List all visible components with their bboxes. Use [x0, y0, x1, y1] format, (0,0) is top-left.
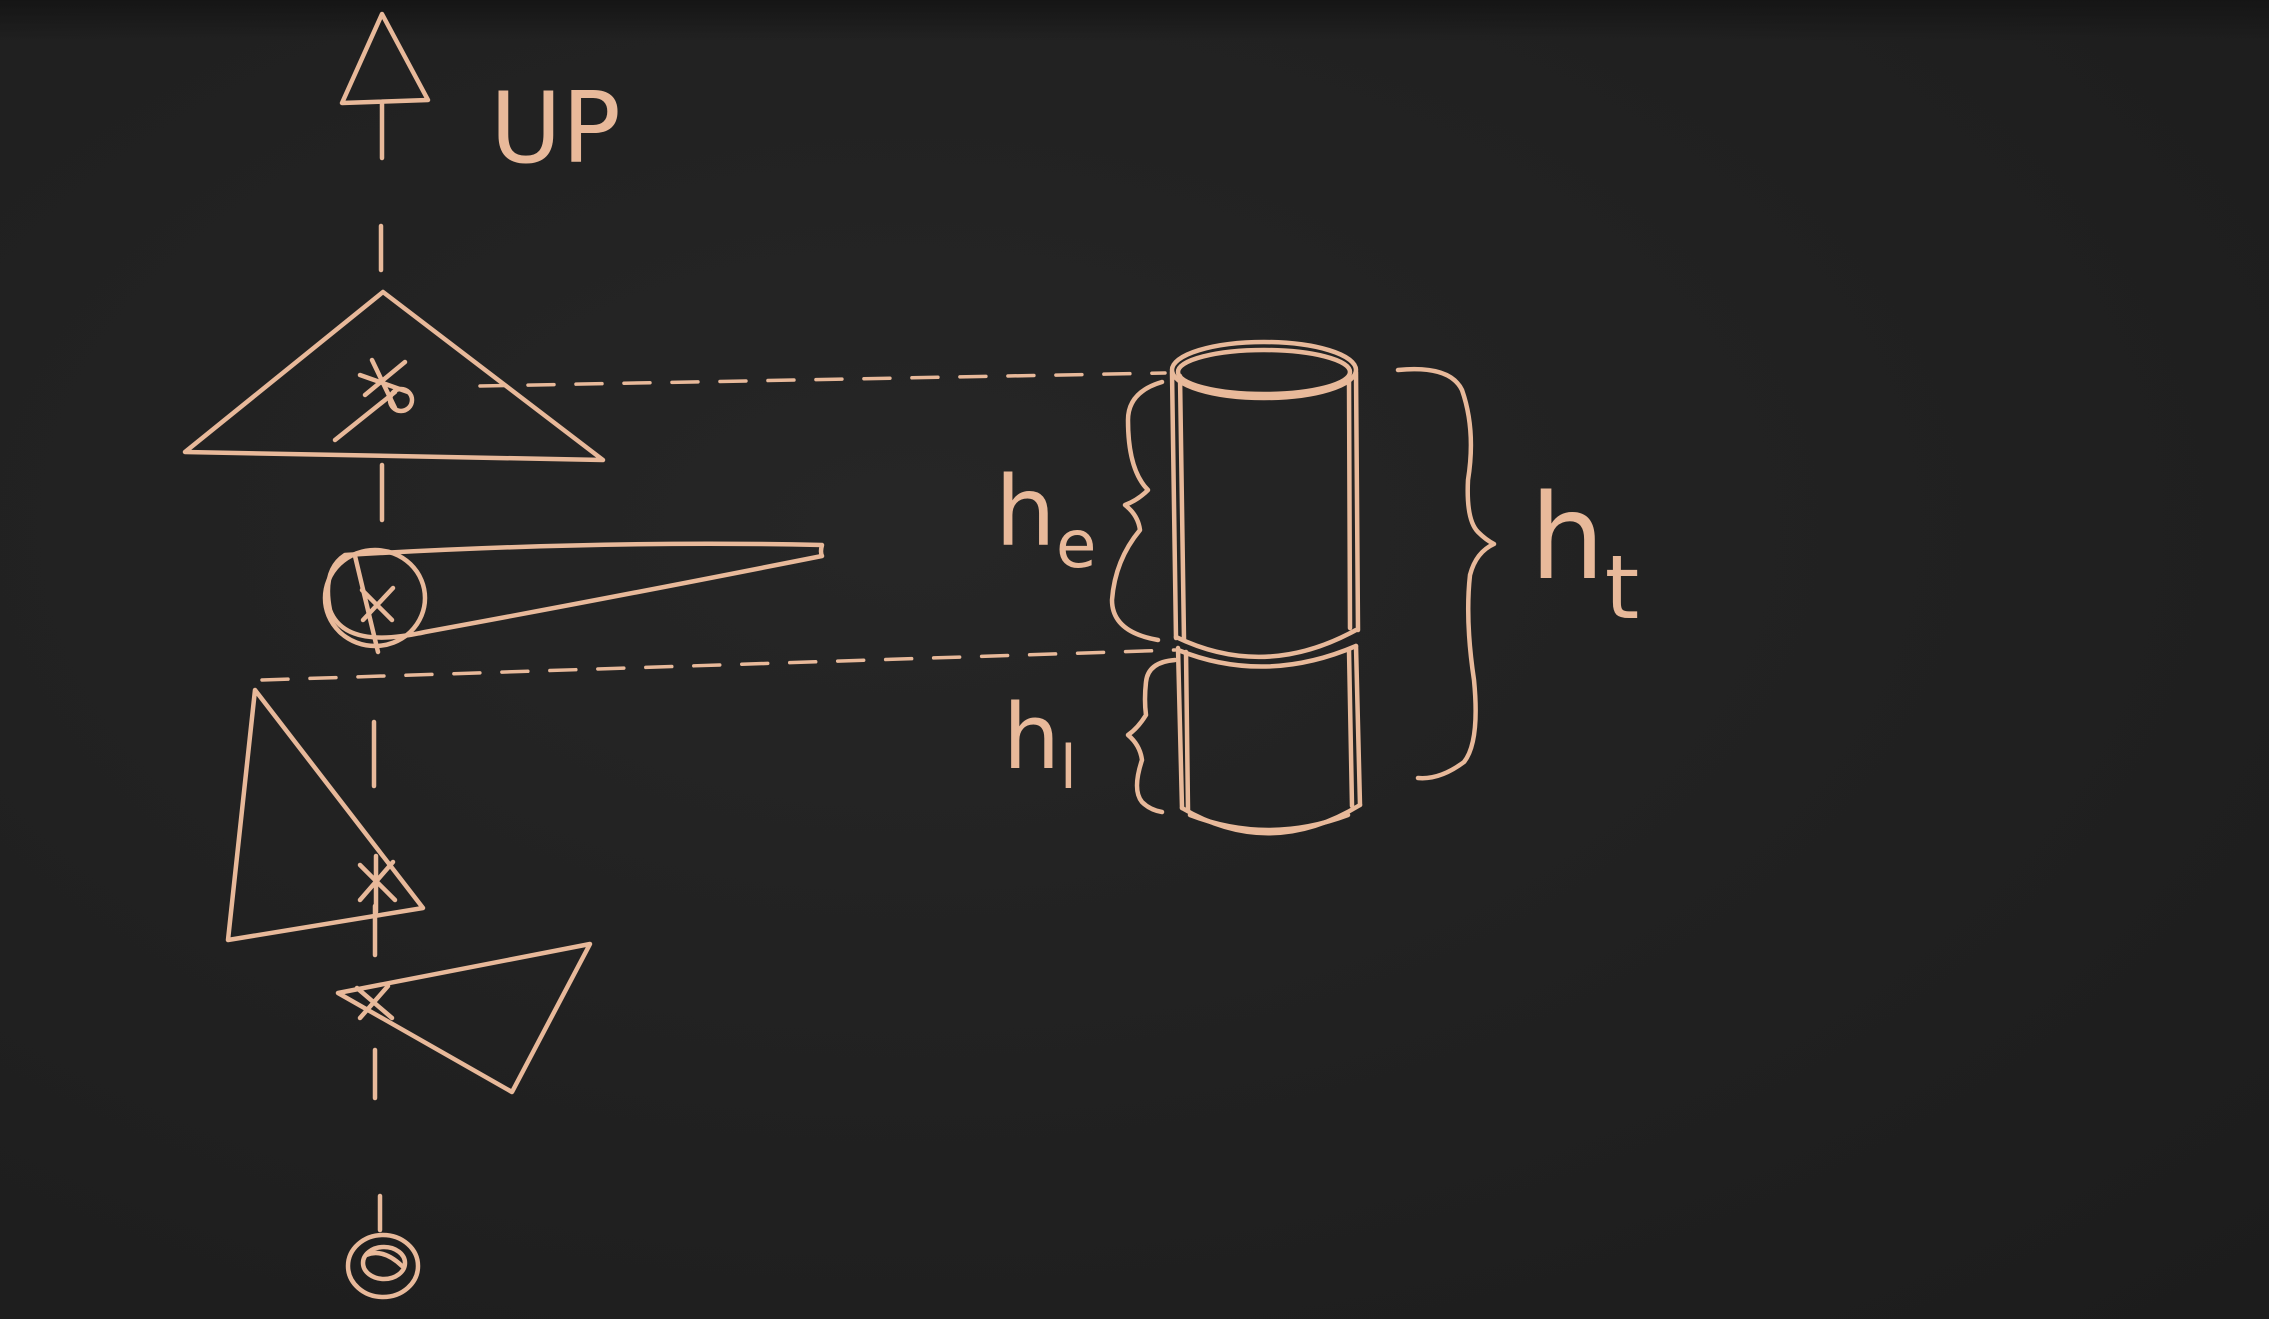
brace-he [1109, 379, 1165, 643]
top-projection-line [478, 371, 1167, 388]
top-triangle [182, 289, 606, 463]
origin-point [345, 1232, 421, 1300]
small-triangle [335, 941, 593, 1095]
ht-label: ht [1530, 468, 1639, 639]
lower-triangle [225, 687, 426, 943]
up-arrow [339, 11, 431, 161]
up-label: UP [490, 72, 621, 186]
brace-ht [1395, 367, 1497, 781]
he-label: he [995, 456, 1096, 583]
cylinder [1169, 339, 1363, 836]
hl-label: hl [1003, 685, 1077, 803]
bottom-projection-line [260, 648, 1177, 682]
wedge-shape [322, 541, 825, 655]
brace-hl [1125, 657, 1178, 815]
